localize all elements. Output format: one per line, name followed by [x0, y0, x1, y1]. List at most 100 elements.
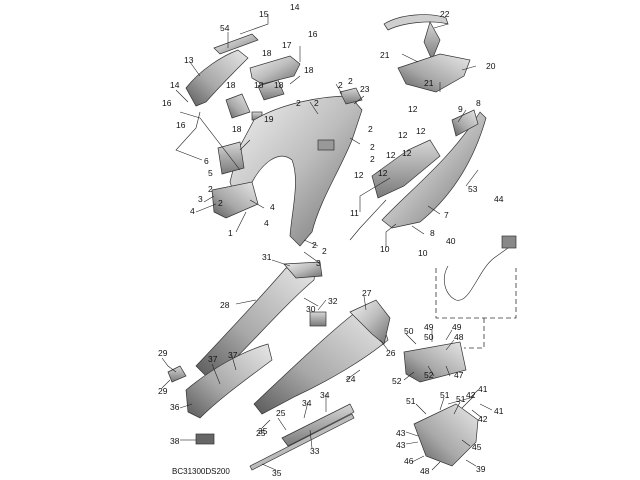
part-33-floor-trim — [281, 403, 355, 447]
callout-23: 23 — [360, 84, 370, 94]
part-40-cable — [444, 235, 517, 301]
callout-48: 48 — [454, 332, 464, 342]
callout-35: 35 — [272, 468, 282, 478]
callout-52: 52 — [392, 376, 402, 386]
callout-2: 2 — [348, 76, 353, 86]
part-12-inner-bracket — [371, 139, 441, 199]
callout-2: 2 — [368, 124, 373, 134]
part-20-rear-cover — [397, 53, 471, 93]
callout-12: 12 — [416, 126, 426, 136]
callout-37: 37 — [208, 354, 218, 364]
callout-21: 21 — [380, 50, 390, 60]
part-7-side-panel-right — [381, 111, 487, 229]
callout-2: 2 — [312, 240, 317, 250]
callout-40: 40 — [446, 236, 456, 246]
callout-8: 8 — [430, 228, 435, 238]
callout-11: 11 — [350, 208, 359, 218]
callout-37: 37 — [228, 350, 238, 360]
callout-32: 32 — [328, 296, 338, 306]
callout-44: 44 — [494, 194, 504, 204]
callout-4: 4 — [190, 206, 195, 216]
callout-18: 18 — [304, 65, 314, 75]
part-17-bracket — [249, 55, 301, 101]
part-27-side-cover-upper — [349, 299, 391, 345]
callout-14: 14 — [170, 80, 180, 90]
part-54-cover-strip — [213, 33, 259, 55]
callout-51: 51 — [456, 394, 466, 404]
callout-29: 29 — [158, 348, 168, 358]
part-22-grab-bar — [383, 14, 449, 61]
callout-3: 3 — [316, 258, 321, 268]
callout-26: 26 — [386, 348, 396, 358]
callout-4: 4 — [264, 218, 269, 228]
callout-46: 46 — [404, 456, 414, 466]
callout-21: 21 — [424, 78, 434, 88]
callout-29: 29 — [158, 386, 168, 396]
callout-6: 6 — [204, 156, 209, 166]
part-38-badge — [195, 433, 215, 445]
dashed-detail-box — [435, 268, 517, 349]
callout-41: 41 — [494, 406, 504, 416]
callout-3: 3 — [198, 194, 203, 204]
callout-5: 5 — [208, 168, 213, 178]
part-9-tail-piece — [451, 109, 479, 137]
callout-12: 12 — [378, 168, 388, 178]
callout-50: 50 — [404, 326, 414, 336]
callout-35: 35 — [258, 426, 268, 436]
part-3-bracket-left — [211, 181, 259, 219]
callout-2: 2 — [338, 80, 343, 90]
callout-16: 16 — [162, 98, 172, 108]
part-18-inner-panel — [225, 93, 251, 119]
callout-51: 51 — [406, 396, 416, 406]
callout-52: 52 — [424, 370, 434, 380]
part-47-tray — [403, 341, 467, 383]
callout-9: 9 — [458, 104, 463, 114]
callout-8: 8 — [476, 98, 481, 108]
callout-12: 12 — [402, 148, 412, 158]
callout-2: 2 — [370, 154, 375, 164]
callout-39: 39 — [476, 464, 486, 474]
callout-27: 27 — [362, 288, 372, 298]
callout-53: 53 — [468, 184, 478, 194]
callout-18: 18 — [254, 80, 264, 90]
callout-2: 2 — [208, 184, 213, 194]
part-31-panel-top — [283, 261, 323, 279]
callout-16: 16 — [308, 29, 318, 39]
callout-2: 2 — [296, 98, 301, 108]
callout-49: 49 — [424, 322, 434, 332]
callout-25: 25 — [276, 408, 286, 418]
callout-20: 20 — [486, 61, 496, 71]
callout-7: 7 — [444, 210, 449, 220]
callout-17: 17 — [282, 40, 292, 50]
part-35-lower-strip — [249, 413, 355, 471]
callout-25: 25 — [256, 428, 266, 438]
callout-50: 50 — [424, 332, 434, 342]
callout-2: 2 — [218, 198, 223, 208]
callout-34: 34 — [302, 398, 312, 408]
callout-18: 18 — [262, 48, 272, 58]
callout-4: 4 — [270, 202, 275, 212]
diagram-code: BC31300DS200 — [172, 467, 230, 476]
callout-48: 48 — [420, 466, 430, 476]
leader-lines — [161, 14, 493, 471]
callout-47: 47 — [454, 370, 464, 380]
callout-16: 16 — [176, 120, 186, 130]
part-36-floor-side — [185, 343, 273, 419]
callout-10: 10 — [380, 244, 390, 254]
callout-43: 43 — [396, 440, 406, 450]
callout-labels: 54 15 14 22 21 20 21 13 18 17 16 18 18 1… — [158, 2, 504, 478]
callout-18: 18 — [232, 124, 242, 134]
part-32-small-plate — [309, 311, 327, 327]
callout-2: 2 — [370, 142, 375, 152]
callout-2: 2 — [322, 246, 327, 256]
part-1-center-cover — [229, 87, 363, 247]
callout-36: 36 — [170, 402, 180, 412]
callout-28: 28 — [220, 300, 230, 310]
callout-24: 24 — [346, 374, 356, 384]
callout-54: 54 — [220, 23, 230, 33]
callout-12: 12 — [408, 104, 418, 114]
callout-45: 45 — [472, 442, 482, 452]
callout-41: 41 — [478, 384, 488, 394]
callout-10: 10 — [418, 248, 428, 258]
